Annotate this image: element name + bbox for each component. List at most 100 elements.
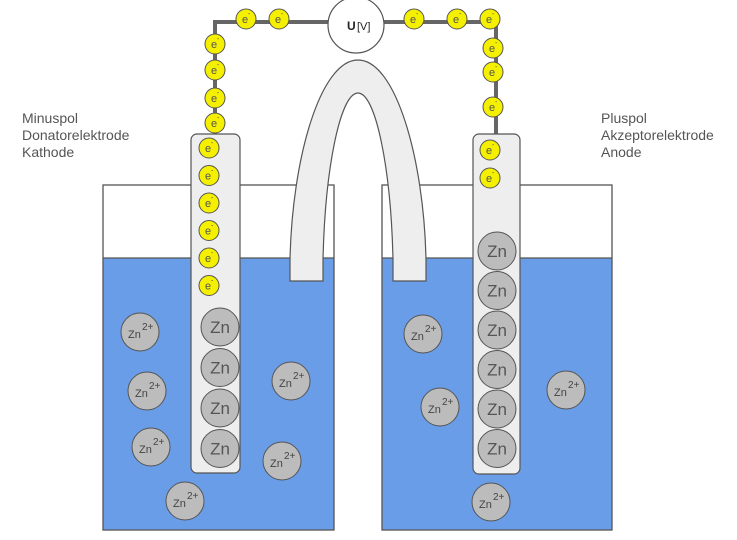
electron-symbol: e — [205, 253, 211, 265]
electron-circle — [198, 137, 220, 159]
zinc-ion-charge: 2+ — [153, 437, 165, 448]
voltmeter-unit: [V] — [357, 21, 370, 33]
zinc-atom-symbol: Zn — [210, 440, 230, 459]
zinc-atom-symbol: Zn — [210, 399, 230, 418]
electron-circle — [198, 247, 220, 269]
electron-circle — [479, 139, 501, 161]
zinc-ion-symbol: Zn — [135, 388, 148, 400]
electron-circle — [446, 8, 468, 30]
zinc-ion-charge: 2+ — [187, 491, 199, 502]
electron-symbol: e — [489, 102, 495, 114]
electron-charge: - — [211, 223, 214, 230]
wire-electron-left: e- — [204, 59, 226, 81]
right-electrode-labels: Pluspol Akzeptorelektrode Anode — [601, 110, 714, 161]
zinc-ion-symbol: Zn — [173, 498, 186, 510]
zinc-atom-right: Zn — [477, 310, 517, 350]
zinc-ion-charge: 2+ — [293, 371, 305, 382]
wire-electron-right: e- — [479, 8, 501, 30]
voltmeter-symbol: U — [347, 19, 356, 33]
zinc-atom-right: Zn — [477, 231, 517, 271]
zinc-ion-left: Zn2+ — [131, 427, 171, 467]
zinc-atom-circle — [200, 348, 240, 387]
wire-electron-right: e- — [482, 61, 504, 83]
electron-symbol: e — [486, 173, 492, 185]
electron-charge: - — [492, 142, 495, 149]
zinc-ion-circle — [546, 370, 586, 410]
zinc-ion-circle — [471, 482, 511, 522]
zinc-atom-right: Zn — [477, 271, 517, 310]
electron-charge: - — [495, 64, 498, 71]
wire-electron-left: e- — [204, 87, 226, 109]
zinc-ion-charge: 2+ — [149, 381, 161, 392]
zinc-ion-charge: 2+ — [425, 324, 437, 335]
electron-symbol: e — [489, 43, 495, 55]
electron-symbol: e — [205, 143, 211, 155]
zinc-atom-symbol: Zn — [487, 440, 507, 459]
electron-circle — [204, 87, 226, 109]
electron-charge: - — [248, 11, 251, 18]
zinc-ion-charge: 2+ — [284, 451, 296, 462]
electron-symbol: e — [211, 93, 217, 105]
zinc-atom-symbol: Zn — [487, 321, 507, 340]
zinc-atom-right: Zn — [477, 389, 517, 429]
zinc-ion-symbol: Zn — [128, 329, 141, 341]
zinc-atom-symbol: Zn — [487, 242, 507, 261]
electron-charge: - — [217, 62, 220, 69]
zinc-atom-circle — [477, 350, 517, 389]
zinc-ion-circle — [262, 441, 302, 481]
zinc-ion-right: Zn2+ — [420, 387, 460, 427]
zinc-ion-symbol: Zn — [479, 499, 492, 511]
zinc-atom-symbol: Zn — [210, 318, 230, 337]
electron-charge: - — [217, 90, 220, 97]
zinc-atom-circle — [200, 307, 240, 347]
electron-charge: - — [217, 115, 220, 122]
electron-symbol: e — [410, 14, 416, 26]
wire-electron-left: e- — [204, 33, 226, 55]
electron-charge: - — [416, 11, 419, 18]
zinc-ion-right: Zn2+ — [546, 370, 586, 410]
electron-symbol: e — [275, 14, 281, 26]
tube-electron-left: e- — [198, 192, 220, 214]
electron-circle — [198, 165, 220, 186]
electron-charge: - — [211, 140, 214, 147]
zinc-ion-left: Zn2+ — [271, 361, 311, 401]
zinc-atom-left: Zn — [200, 348, 240, 387]
zinc-atom-symbol: Zn — [487, 400, 507, 419]
electron-charge: - — [211, 195, 214, 202]
zinc-atom-circle — [477, 231, 517, 271]
electron-charge: - — [281, 11, 284, 18]
electron-circle — [482, 61, 504, 83]
electron-circle — [198, 275, 220, 296]
zinc-ion-symbol: Zn — [411, 331, 424, 343]
electron-charge: - — [495, 99, 498, 106]
zinc-ion-circle — [271, 361, 311, 401]
zinc-ion-left: Zn2+ — [120, 312, 160, 352]
right-label-name: Anode — [601, 144, 642, 160]
zinc-atom-left: Zn — [200, 429, 240, 468]
zinc-ion-right: Zn2+ — [403, 314, 443, 354]
zinc-ion-symbol: Zn — [279, 378, 292, 390]
wire-electron-right: e- — [403, 8, 425, 30]
zinc-ion-left: Zn2+ — [262, 441, 302, 481]
zinc-ion-symbol: Zn — [139, 444, 152, 456]
zinc-atom-left: Zn — [200, 388, 240, 428]
electron-symbol: e — [205, 198, 211, 210]
left-label-type: Donatorelektrode — [22, 127, 130, 143]
tube-electron-left: e- — [198, 137, 220, 159]
electron-circle — [235, 8, 257, 30]
tube-electron-left: e- — [198, 165, 220, 186]
zinc-ion-left: Zn2+ — [127, 371, 167, 411]
left-electrode-tube — [190, 133, 241, 474]
right-label-type: Akzeptorelektrode — [601, 127, 714, 143]
electron-symbol: e — [205, 171, 211, 183]
electron-symbol: e — [242, 14, 248, 26]
zinc-ion-circle — [120, 312, 160, 352]
zinc-ion-charge: 2+ — [442, 397, 454, 408]
electron-symbol: e — [205, 226, 211, 238]
voltmeter: U [V] — [327, 0, 385, 54]
particles: e-e-e-e-e-e-e-e-e-e-e-e-e-e-e-e-e-e-e-e-… — [120, 8, 586, 522]
zinc-atom-symbol: Zn — [210, 359, 230, 378]
zinc-ion-circle — [165, 481, 205, 521]
electron-circle — [482, 37, 504, 59]
tube-electron-left: e- — [198, 220, 220, 241]
